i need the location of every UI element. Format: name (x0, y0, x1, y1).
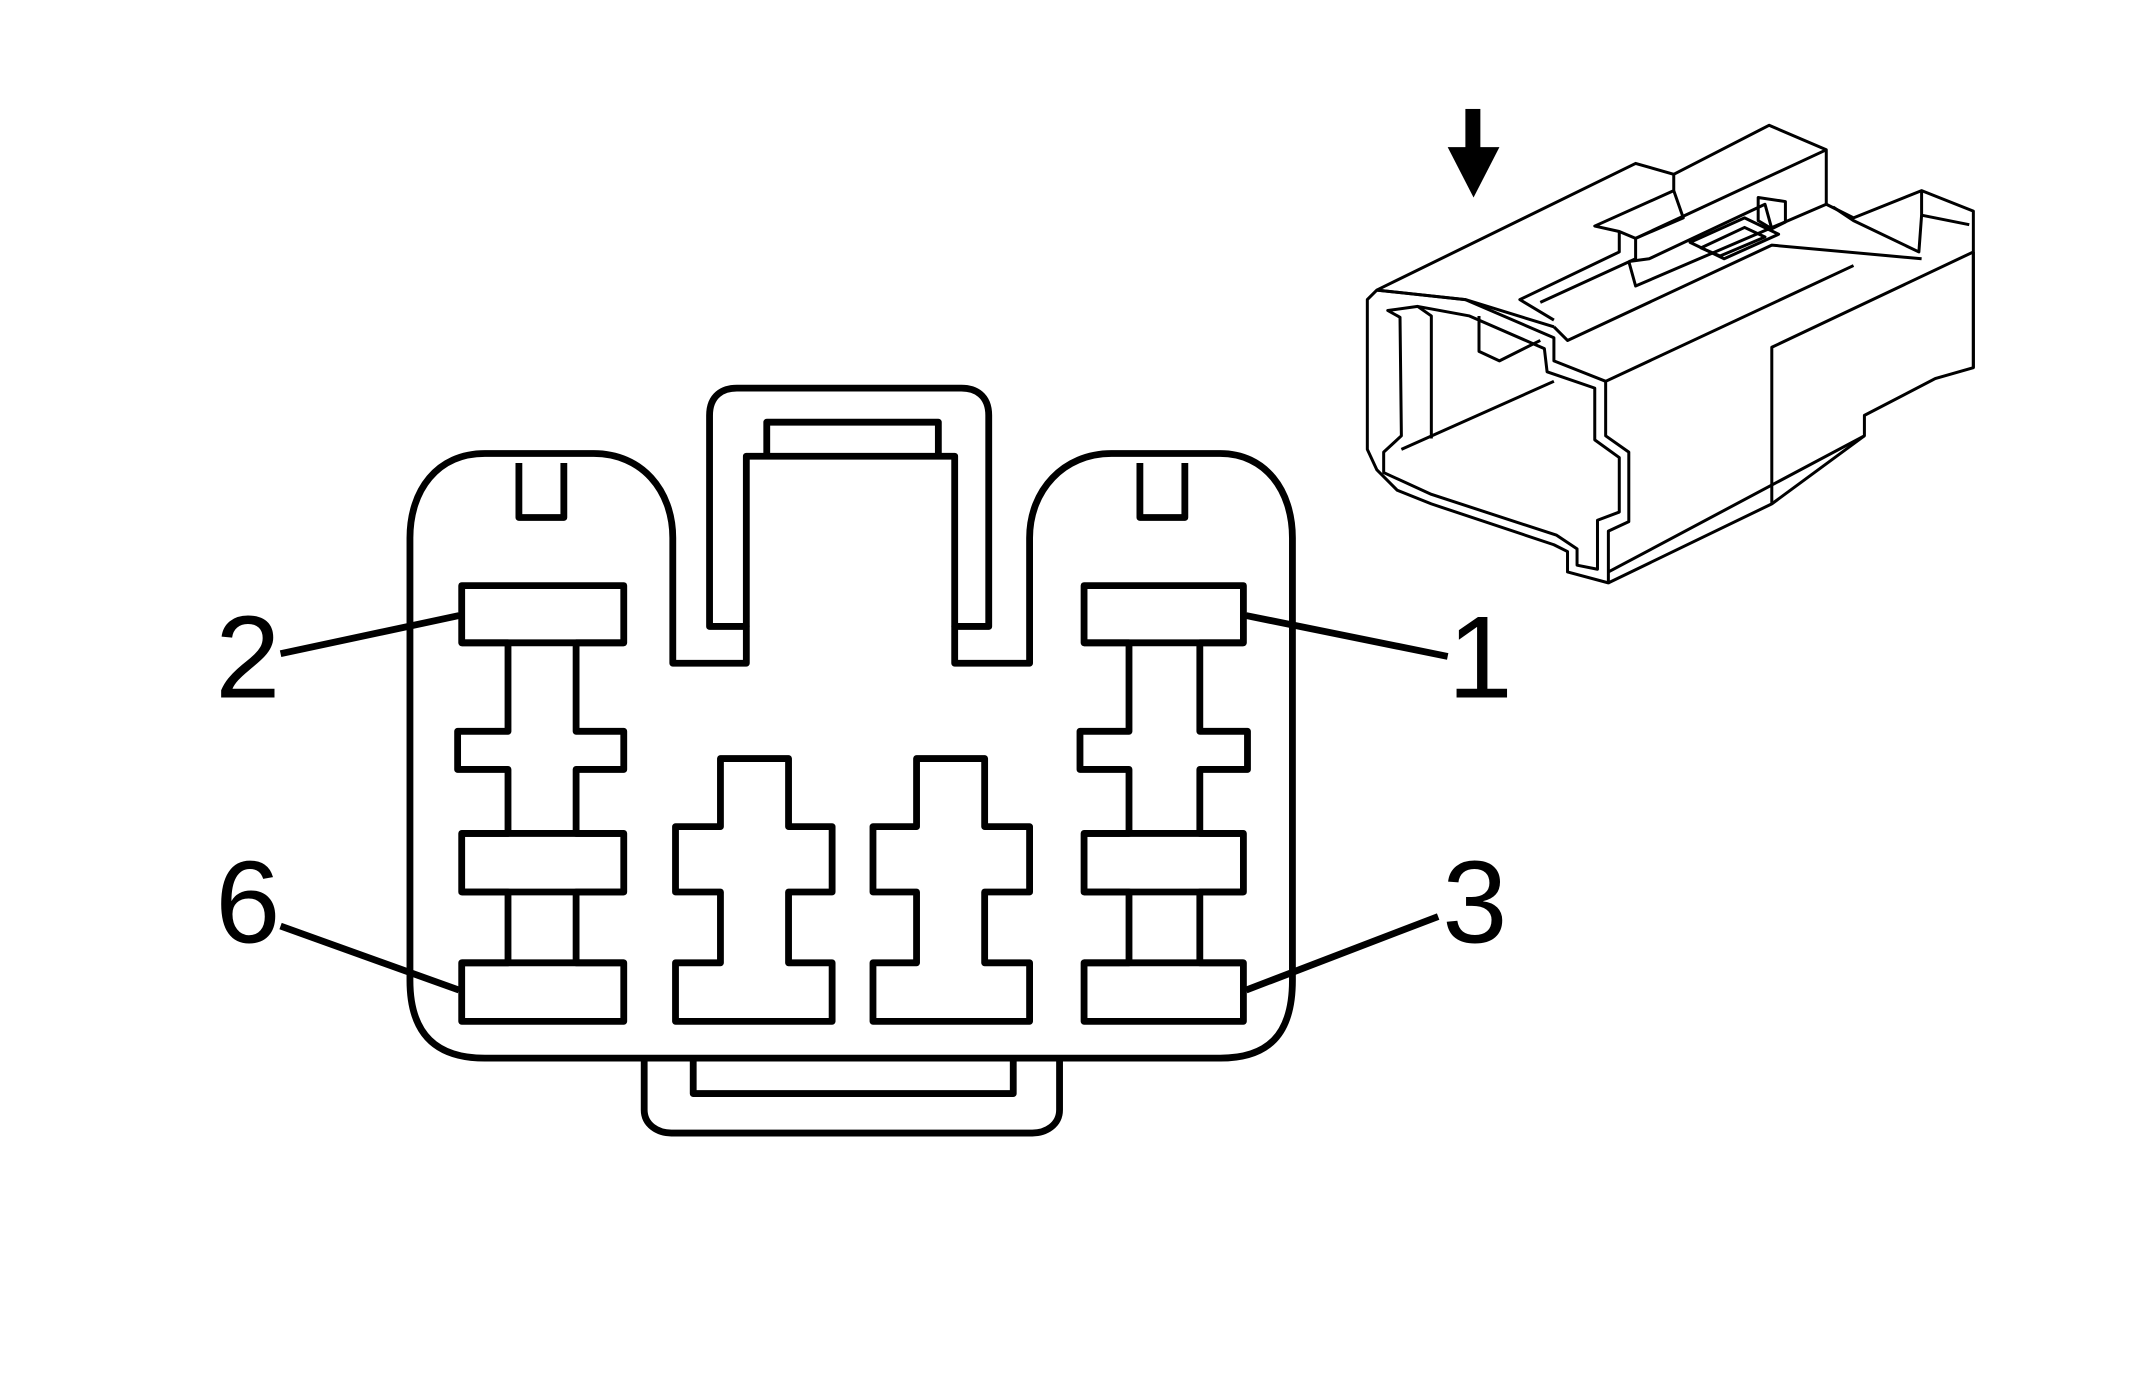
bottom-lock-outline (640, 1058, 1063, 1137)
pin-label-2: 2 (215, 591, 280, 722)
bottom-lock-tab (689, 1058, 1017, 1097)
latch-channel-inner (742, 452, 959, 627)
leader-line-pin1 (1245, 612, 1449, 660)
terminal-center-right (869, 755, 1033, 1025)
latch-tab (763, 418, 942, 457)
leader-line-pin6 (279, 922, 461, 994)
connector-face-view (279, 384, 1449, 1137)
left-key-notch (515, 463, 568, 521)
terminal-center-left (672, 755, 836, 1025)
housing-outline (406, 384, 1296, 1062)
leader-line-pin3 (1244, 913, 1440, 994)
terminal-right-column (1076, 582, 1251, 1025)
pin-label-1: 1 (1448, 591, 1513, 722)
pin-label-3: 3 (1442, 836, 1507, 967)
terminal-left-column (454, 582, 628, 1025)
connector-isometric-view (1365, 108, 1975, 585)
leader-line-pin2 (279, 612, 460, 658)
pin-label-6: 6 (215, 836, 280, 967)
right-key-notch (1136, 463, 1189, 521)
arrow-down-icon (1447, 108, 1500, 198)
